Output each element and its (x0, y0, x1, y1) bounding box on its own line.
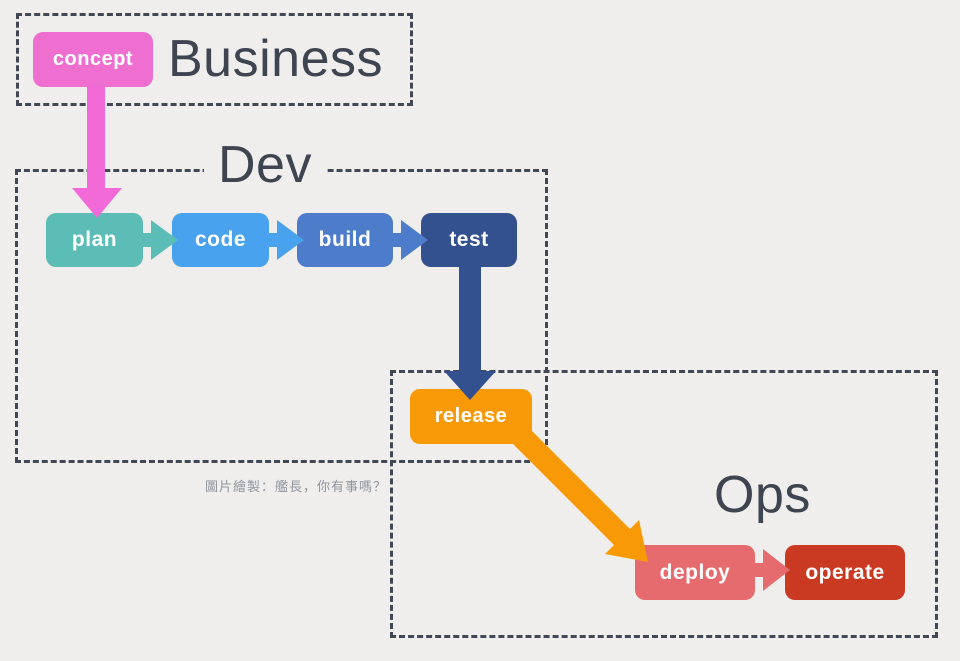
node-code: code (172, 213, 269, 267)
node-operate: operate (785, 545, 905, 600)
zone-business-label: Business (168, 30, 383, 88)
node-concept: concept (33, 32, 153, 87)
node-plan: plan (46, 213, 143, 267)
node-release: release (410, 389, 532, 444)
node-build: build (297, 213, 393, 267)
zone-dev-label: Dev (204, 136, 326, 195)
credit-caption: 圖片繪製：艦長，你有事嗎？ (205, 479, 388, 494)
node-deploy: deploy (635, 545, 755, 600)
node-test: test (421, 213, 517, 267)
zone-ops (390, 370, 938, 638)
zone-business (16, 13, 413, 106)
zone-ops-label: Ops (714, 466, 811, 524)
